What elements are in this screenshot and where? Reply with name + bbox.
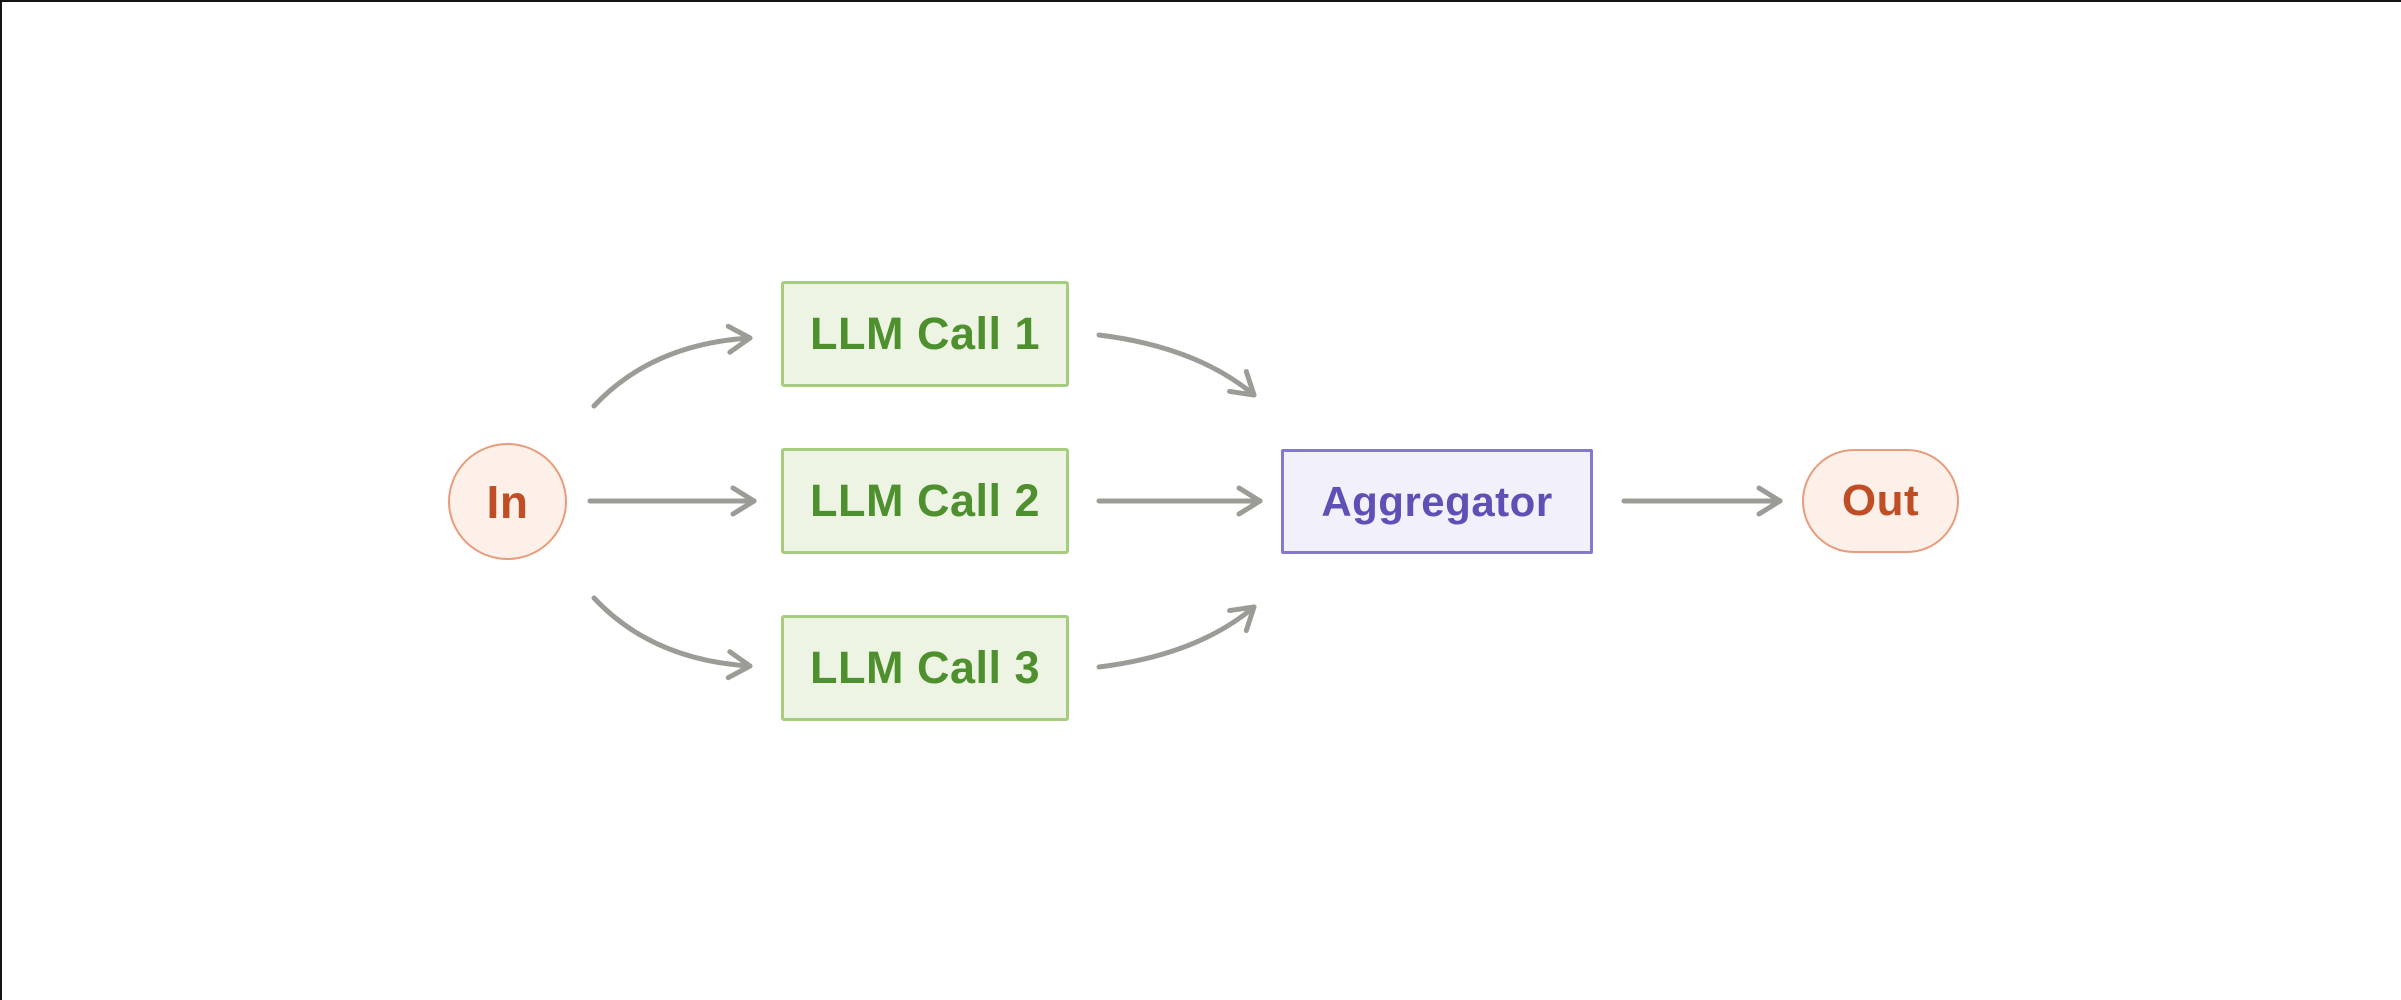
node-llm-call-2-label: LLM Call 2 (809, 475, 1041, 526)
node-in-label: In (486, 475, 529, 528)
connector-llm-call-1-to-aggregator (1096, 332, 1257, 398)
node-llm-call-3-label: LLM Call 3 (809, 642, 1041, 693)
node-llm-call-1: LLM Call 1 (781, 281, 1069, 387)
node-llm-call-1-label: LLM Call 1 (809, 308, 1041, 359)
connector-in-to-llm-call-3 (591, 595, 753, 681)
connector-llm-call-3-to-aggregator (1096, 604, 1257, 670)
node-llm-call-2: LLM Call 2 (781, 448, 1069, 554)
node-out: Out (1802, 449, 1959, 553)
node-in: In (448, 443, 567, 560)
node-aggregator: Aggregator (1281, 449, 1593, 554)
connector-in-to-llm-call-1 (591, 323, 753, 409)
node-out-label: Out (1841, 476, 1920, 525)
node-aggregator-label: Aggregator (1321, 477, 1553, 525)
node-llm-call-3: LLM Call 3 (781, 615, 1069, 721)
